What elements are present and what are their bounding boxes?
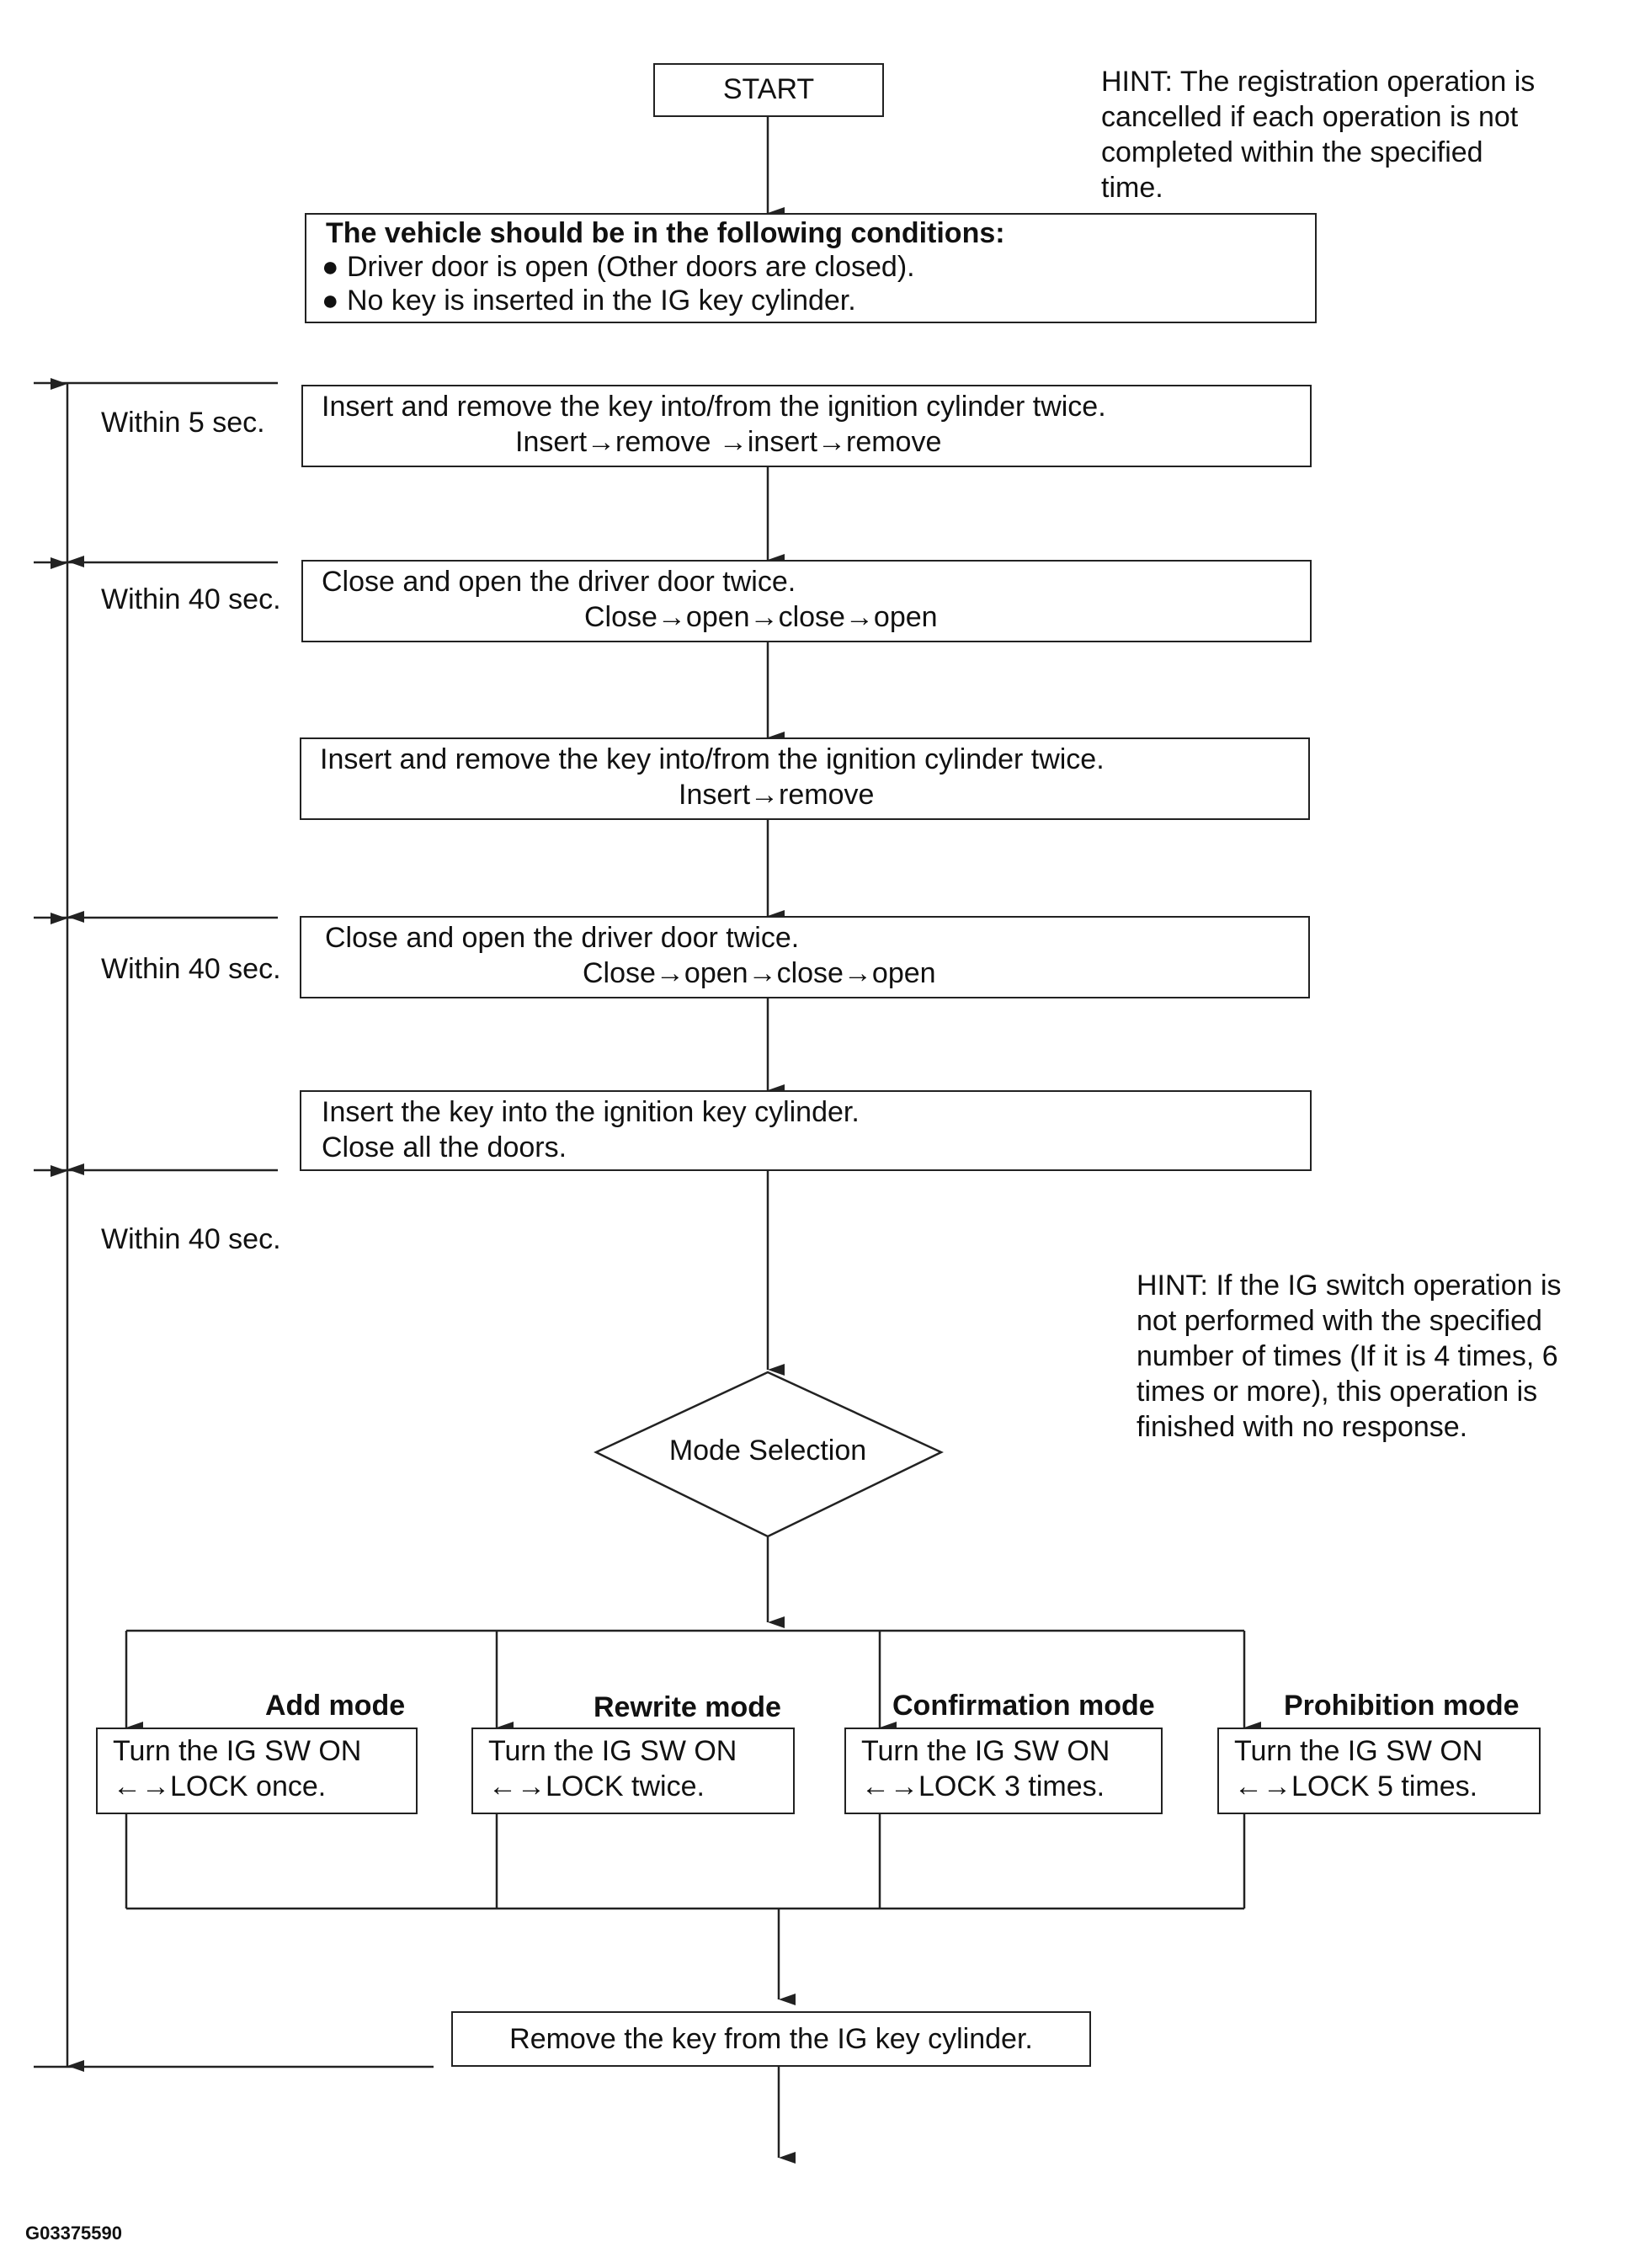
hint-mid-line3: number of times (If it is 4 times, 6 [1137,1340,1558,1372]
step-5-line2: Close all the doors. [322,1131,567,1163]
conditions-box: The vehicle should be in the following c… [305,213,1317,323]
mode-prohibition-line1: Turn the IG SW ON [1234,1735,1483,1767]
hint-mid-line2: not performed with the specified [1137,1305,1542,1337]
step-3-line1: Insert and remove the key into/from the … [320,743,1105,775]
mode-box-confirmation: Turn the IG SW ON ←→LOCK 3 times. [844,1728,1163,1814]
final-step-box: Remove the key from the IG key cylinder. [451,2011,1091,2067]
decision-label: Mode Selection [668,1435,867,1467]
mode-box-add: Turn the IG SW ON ←→LOCK once. [96,1728,418,1814]
mode-confirmation-line2: ←→LOCK 3 times. [861,1770,1105,1802]
step-4-line1: Close and open the driver door twice. [325,922,800,954]
timer-label-3: Within 40 sec. [101,953,281,985]
mode-title-prohibition: Prohibition mode [1284,1690,1520,1722]
step-box-3: Insert and remove the key into/from the … [300,737,1310,820]
step-box-5: Insert the key into the ignition key cyl… [300,1090,1312,1171]
mode-title-confirmation: Confirmation mode [892,1690,1155,1722]
decision-diamond [594,1371,944,1538]
figure-id: G03375590 [25,2223,122,2244]
step-2-line2: Close→open→close→open [584,601,938,633]
hint-top-line4: time. [1101,172,1163,204]
mode-title-add: Add mode [265,1690,406,1722]
mode-box-rewrite: Turn the IG SW ON ←→LOCK twice. [471,1728,795,1814]
hint-top-line3: completed within the specified [1101,136,1483,168]
mode-title-rewrite: Rewrite mode [594,1691,781,1723]
mode-add-line1: Turn the IG SW ON [113,1735,362,1767]
step-1-line2: Insert→remove →insert→remove [515,426,942,458]
step-5-line1: Insert the key into the ignition key cyl… [322,1096,860,1128]
bullet-icon: ● [322,251,347,283]
mode-box-prohibition: Turn the IG SW ON ←→LOCK 5 times. [1217,1728,1541,1814]
hint-top-line2: cancelled if each operation is not [1101,101,1519,133]
hint-mid-line5: finished with no response. [1137,1411,1468,1443]
hint-mid-line1: HINT: If the IG switch operation is [1137,1270,1562,1302]
hint-top-line1: HINT: The registration operation is [1101,66,1536,98]
step-1-line1: Insert and remove the key into/from the … [322,391,1106,423]
start-label: START [722,73,815,105]
timer-label-4: Within 40 sec. [101,1223,281,1255]
hint-mid-line4: times or more), this operation is [1137,1376,1538,1408]
condition-item-2: ● No key is inserted in the IG key cylin… [322,285,856,317]
step-2-line1: Close and open the driver door twice. [322,566,796,598]
mode-rewrite-line2: ←→LOCK twice. [488,1770,705,1802]
mode-add-line2: ←→LOCK once. [113,1770,327,1802]
mode-rewrite-line1: Turn the IG SW ON [488,1735,737,1767]
final-step-label: Remove the key from the IG key cylinder. [509,2023,1033,2055]
start-box: START [653,63,884,117]
mode-confirmation-line1: Turn the IG SW ON [861,1735,1110,1767]
step-box-4: Close and open the driver door twice. Cl… [300,916,1310,998]
hint-registration: HINT: The registration operation is canc… [1101,64,1585,205]
step-3-line2: Insert→remove [679,779,875,811]
bullet-icon: ● [322,285,347,317]
timer-label-1: Within 5 sec. [101,407,265,439]
hint-ig-switch: HINT: If the IG switch operation is not … [1137,1268,1608,1445]
step-box-2: Close and open the driver door twice. Cl… [301,560,1312,642]
step-box-1: Insert and remove the key into/from the … [301,385,1312,467]
step-4-line2: Close→open→close→open [583,957,936,989]
condition-item-1: ● Driver door is open (Other doors are c… [322,251,915,283]
mode-prohibition-line2: ←→LOCK 5 times. [1234,1770,1478,1802]
conditions-title: The vehicle should be in the following c… [326,217,1005,249]
timer-label-2: Within 40 sec. [101,583,281,615]
